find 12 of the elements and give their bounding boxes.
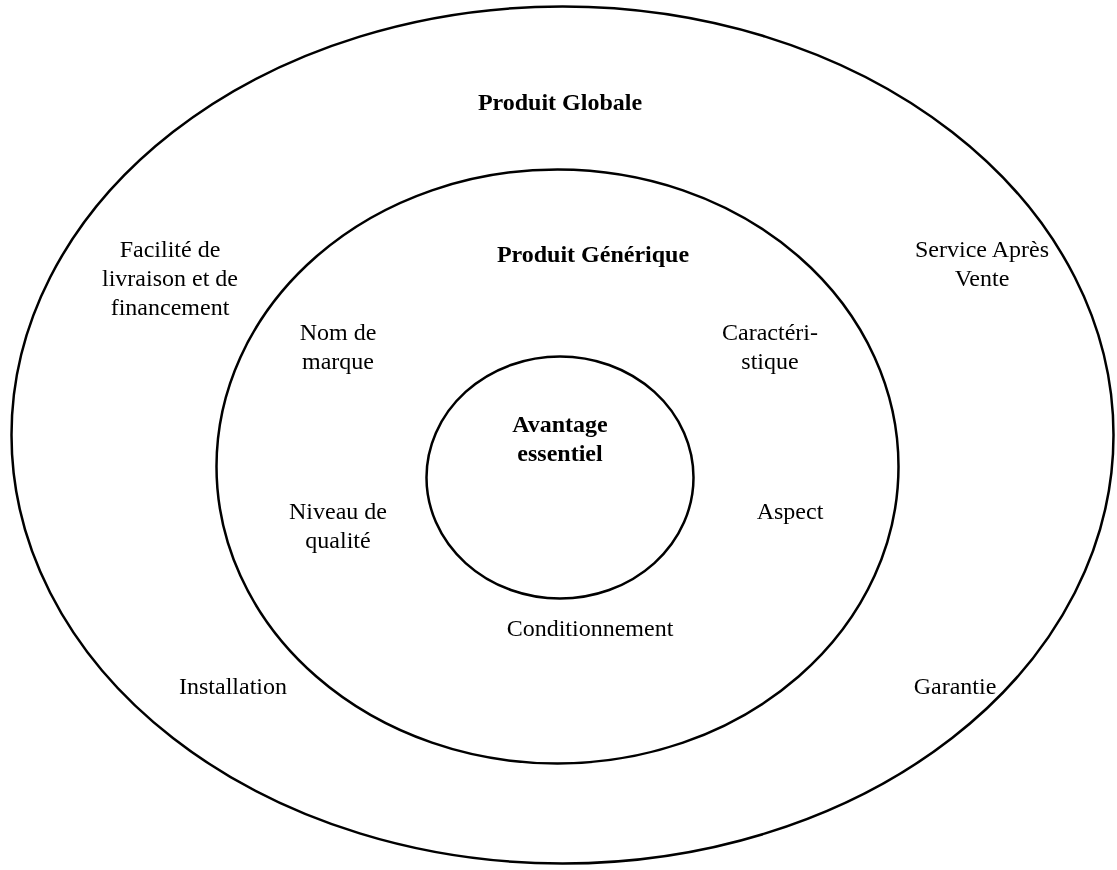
- ring-title: Avantage essentiel: [511, 410, 609, 468]
- ring-item-label: Service Après Vente: [914, 235, 1050, 293]
- ring-item-label: Garantie: [912, 672, 998, 701]
- ring-item-label: Caractéri- stique: [721, 318, 819, 376]
- ring-title: Produit Globale: [476, 88, 644, 117]
- ring-item-label: Conditionnement: [505, 614, 675, 643]
- ring-item-label: Facilité de livraison et de financement: [101, 235, 239, 322]
- ring-item-label: Installation: [178, 672, 288, 701]
- ring-item-label: Nom de marque: [298, 318, 378, 376]
- ring-title: Produit Générique: [495, 240, 691, 269]
- ring-item-label: Niveau de qualité: [288, 497, 388, 555]
- ring-item-label: Aspect: [755, 497, 825, 526]
